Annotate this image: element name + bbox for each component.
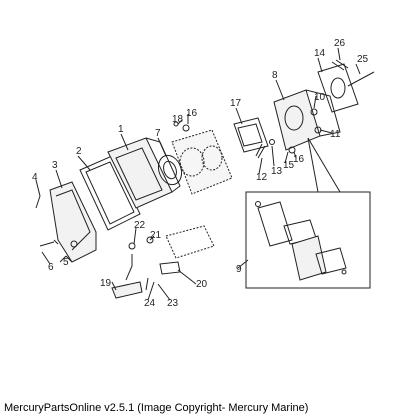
callout-14: 14 [314, 48, 326, 59]
callout-26: 26 [334, 38, 346, 49]
reed-valve-detail-box [245, 137, 371, 289]
callout-18: 18 [172, 114, 184, 125]
footer-caption: MercuryPartsOnline v2.5.1 (Image Copyrig… [4, 402, 309, 414]
callout-17: 17 [230, 98, 242, 109]
cover-gasket [79, 155, 141, 231]
reed-block-housing [107, 137, 181, 209]
adapter-plate [317, 63, 359, 113]
callout-2: 2 [76, 146, 82, 157]
callout-19: 19 [100, 278, 112, 289]
callout-8: 8 [272, 70, 278, 81]
callout-22: 22 [134, 220, 146, 231]
callout-23: 23 [167, 298, 179, 309]
intake-gasket [233, 117, 269, 153]
callout-16: 16 [186, 108, 198, 119]
callout-24: 24 [144, 298, 156, 309]
fasteners [35, 121, 322, 263]
callout-25: 25 [357, 54, 369, 65]
callout-9: 9 [236, 264, 242, 275]
callout-4: 4 [32, 172, 38, 183]
callout-12: 12 [256, 172, 268, 183]
callout-15: 15 [283, 160, 295, 171]
callout-6: 6 [48, 262, 54, 273]
callout-3: 3 [52, 160, 58, 171]
carburetor [171, 129, 233, 195]
callout-7: 7 [155, 128, 161, 139]
callout-13: 13 [271, 166, 283, 177]
callout-20: 20 [196, 279, 208, 290]
exploded-parts-diagram: 1234567891011121314151616171819202122232… [32, 38, 375, 309]
callout-21: 21 [150, 230, 162, 241]
callout-5: 5 [63, 257, 69, 268]
callout-11: 11 [330, 129, 341, 140]
intake-manifold [273, 89, 341, 151]
cover-plate [49, 181, 97, 263]
callout-10: 10 [314, 92, 326, 103]
callout-16: 16 [293, 154, 305, 165]
fuel-fittings [111, 225, 215, 299]
callout-1: 1 [118, 124, 124, 135]
stud-bolts [331, 59, 375, 87]
leader-lines [35, 47, 361, 301]
